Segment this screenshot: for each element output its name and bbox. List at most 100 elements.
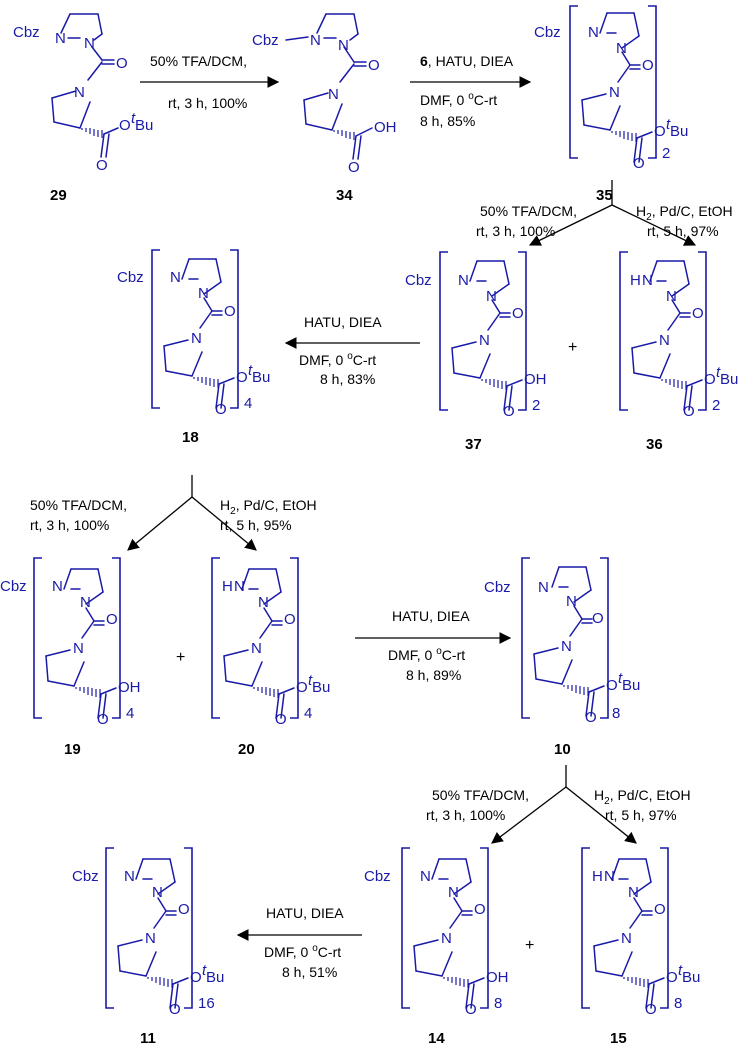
compound-20-structure [211, 557, 299, 719]
svg-text:O: O [96, 157, 108, 174]
svg-text:OH: OH [524, 371, 547, 388]
svg-text:rt, 3 h, 100%: rt, 3 h, 100% [476, 223, 555, 239]
svg-text:t: t [678, 962, 683, 979]
repeat-subscripts: 2 2 2 4 4 4 8 16 8 8 [126, 145, 720, 1012]
svg-text:rt, 3 h, 100%: rt, 3 h, 100% [168, 95, 247, 111]
svg-text:N: N [479, 332, 490, 349]
svg-text:N: N [486, 288, 497, 305]
svg-text:O: O [106, 611, 118, 628]
compound-34-structure [285, 13, 373, 160]
svg-text:O: O [474, 901, 486, 918]
svg-text:8 h, 85%: 8 h, 85% [420, 113, 475, 129]
svg-text:N: N [538, 579, 549, 596]
svg-text:H: H [222, 578, 233, 595]
repeat-14: 8 [494, 995, 502, 1012]
arrow-35-to-37 [528, 204, 613, 246]
repeat-20: 4 [304, 705, 312, 722]
svg-text:H2, Pd/C, EtOH: H2, Pd/C, EtOH [594, 787, 691, 807]
compound-18-structure [151, 249, 239, 409]
svg-text:Cbz: Cbz [534, 24, 561, 41]
arrow-18-to-20 [191, 496, 257, 551]
svg-text:OH: OH [374, 119, 397, 136]
svg-text:O: O [97, 711, 109, 728]
svg-text:Bu: Bu [682, 969, 700, 986]
compound-numbers: 29 34 35 37 36 18 19 20 10 11 14 15 [50, 187, 663, 1047]
svg-text:O: O [654, 901, 666, 918]
svg-text:N: N [588, 24, 599, 41]
svg-text:N: N [642, 272, 653, 289]
svg-text:O: O [348, 159, 360, 176]
svg-text:Bu: Bu [252, 369, 270, 386]
svg-text:t: t [131, 110, 136, 127]
svg-text:O: O [116, 55, 128, 72]
atom-labels: Cbz N N O N O t Bu O Cbz N N O N OH O Cb… [0, 24, 738, 1018]
svg-text:HATU, DIEA: HATU, DIEA [392, 608, 470, 624]
svg-text:rt, 5 h, 95%: rt, 5 h, 95% [220, 517, 292, 533]
svg-text:O: O [296, 679, 308, 696]
svg-text:N: N [310, 32, 321, 49]
svg-text:Cbz: Cbz [117, 269, 144, 286]
arrow-10-to-15 [565, 786, 637, 844]
svg-text:N: N [659, 332, 670, 349]
svg-text:rt, 5 h, 97%: rt, 5 h, 97% [647, 223, 719, 239]
arrow-10-to-14 [491, 786, 567, 844]
svg-text:50% TFA/DCM,: 50% TFA/DCM, [30, 497, 127, 513]
compound-37-structure [439, 251, 527, 411]
compound-label-14: 14 [428, 1030, 445, 1047]
svg-text:O: O [224, 303, 236, 320]
svg-text:HATU, DIEA: HATU, DIEA [304, 314, 382, 330]
svg-text:O: O [169, 1001, 181, 1018]
svg-text:O: O [215, 401, 227, 418]
svg-text:O: O [178, 901, 190, 918]
svg-text:50% TFA/DCM,: 50% TFA/DCM, [432, 787, 529, 803]
arrow-35-to-36 [611, 204, 697, 246]
svg-text:N: N [621, 930, 632, 947]
svg-text:O: O [368, 57, 380, 74]
svg-text:N: N [80, 594, 91, 611]
compound-label-37: 37 [465, 436, 482, 453]
compound-label-36: 36 [646, 436, 663, 453]
svg-text:6, HATU, DIEA: 6, HATU, DIEA [420, 53, 514, 69]
svg-text:Cbz: Cbz [364, 868, 391, 885]
svg-text:N: N [566, 593, 577, 610]
repeat-10: 8 [612, 705, 620, 722]
svg-text:O: O [642, 57, 654, 74]
svg-text:N: N [74, 84, 85, 101]
compound-14-structure [401, 847, 489, 1009]
compound-label-35: 35 [596, 187, 613, 204]
repeat-11: 16 [198, 995, 215, 1012]
svg-text:OH: OH [486, 969, 509, 986]
svg-text:t: t [618, 670, 623, 687]
svg-text:N: N [328, 86, 339, 103]
svg-text:8 h, 83%: 8 h, 83% [320, 371, 375, 387]
svg-text:N: N [145, 930, 156, 947]
svg-text:H2, Pd/C, EtOH: H2, Pd/C, EtOH [220, 497, 317, 517]
svg-text:N: N [124, 868, 135, 885]
svg-text:O: O [585, 709, 597, 726]
svg-text:Bu: Bu [135, 117, 153, 134]
svg-text:N: N [420, 868, 431, 885]
compound-label-18: 18 [182, 429, 199, 446]
svg-text:Cbz: Cbz [484, 579, 511, 596]
svg-text:Cbz: Cbz [13, 24, 40, 41]
svg-text:Bu: Bu [312, 679, 330, 696]
svg-text:rt, 3 h, 100%: rt, 3 h, 100% [30, 517, 109, 533]
repeat-19: 4 [126, 705, 134, 722]
arrow-18-to-19 [127, 496, 193, 551]
compound-35-structure [569, 5, 657, 163]
svg-text:N: N [55, 30, 66, 47]
svg-text:O: O [275, 711, 287, 728]
svg-text:rt, 3 h, 100%: rt, 3 h, 100% [426, 807, 505, 823]
svg-text:O: O [692, 305, 704, 322]
svg-text:8 h, 89%: 8 h, 89% [406, 667, 461, 683]
repeat-18: 4 [244, 395, 252, 412]
svg-text:N: N [84, 35, 95, 52]
svg-text:DMF, 0 oC-rt: DMF, 0 oC-rt [420, 91, 497, 108]
svg-text:N: N [152, 884, 163, 901]
svg-text:50% TFA/DCM,: 50% TFA/DCM, [150, 53, 247, 69]
svg-text:N: N [251, 640, 262, 657]
svg-text:N: N [609, 84, 620, 101]
svg-text:N: N [604, 868, 615, 885]
compound-36-structure [619, 251, 707, 411]
svg-text:t: t [202, 962, 207, 979]
